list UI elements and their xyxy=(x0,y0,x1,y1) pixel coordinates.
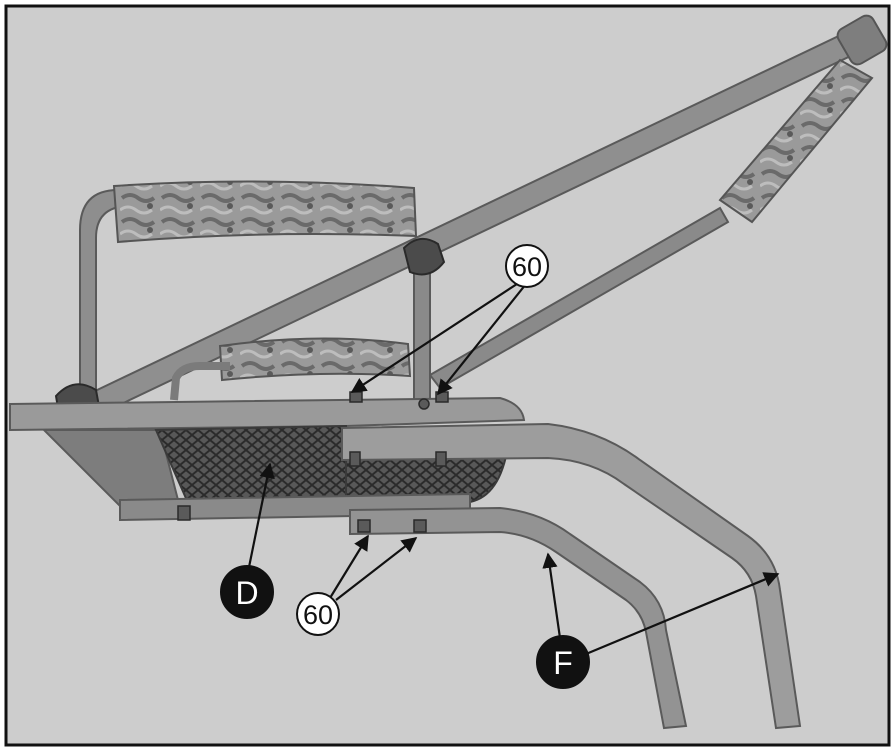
arrow-f-right xyxy=(585,572,780,656)
bolts-lower xyxy=(177,505,427,533)
platform-top-frame xyxy=(9,396,526,432)
callout-d: D xyxy=(220,565,274,619)
seat-back-camo-pad xyxy=(112,180,418,244)
channel-bar xyxy=(341,422,802,730)
knob-upper xyxy=(402,237,446,276)
arrow-60-bottom-left xyxy=(329,534,369,599)
arm-camo-grip xyxy=(718,58,874,224)
callout-60-bottom-label: 60 xyxy=(303,600,333,630)
callout-f: F xyxy=(536,635,590,689)
callout-d-label: D xyxy=(235,575,258,611)
seat-side-rail xyxy=(170,362,230,401)
lower-arm-bar xyxy=(428,206,730,390)
arrow-60-top-right xyxy=(437,283,527,396)
arrow-d xyxy=(246,462,275,573)
callout-f-label: F xyxy=(553,645,573,681)
arrow-60-top-left xyxy=(350,281,521,393)
callout-60-bottom: 60 xyxy=(296,592,340,636)
arrow-60-bottom-right xyxy=(335,537,418,601)
callout-60-top-label: 60 xyxy=(512,252,542,282)
seat-camo-pad xyxy=(218,337,412,382)
short-leg xyxy=(349,506,688,730)
arrow-f-left xyxy=(542,552,562,639)
callout-60-top: 60 xyxy=(505,244,549,288)
arm-end-cap xyxy=(836,14,888,66)
bolts-mid xyxy=(349,451,447,467)
